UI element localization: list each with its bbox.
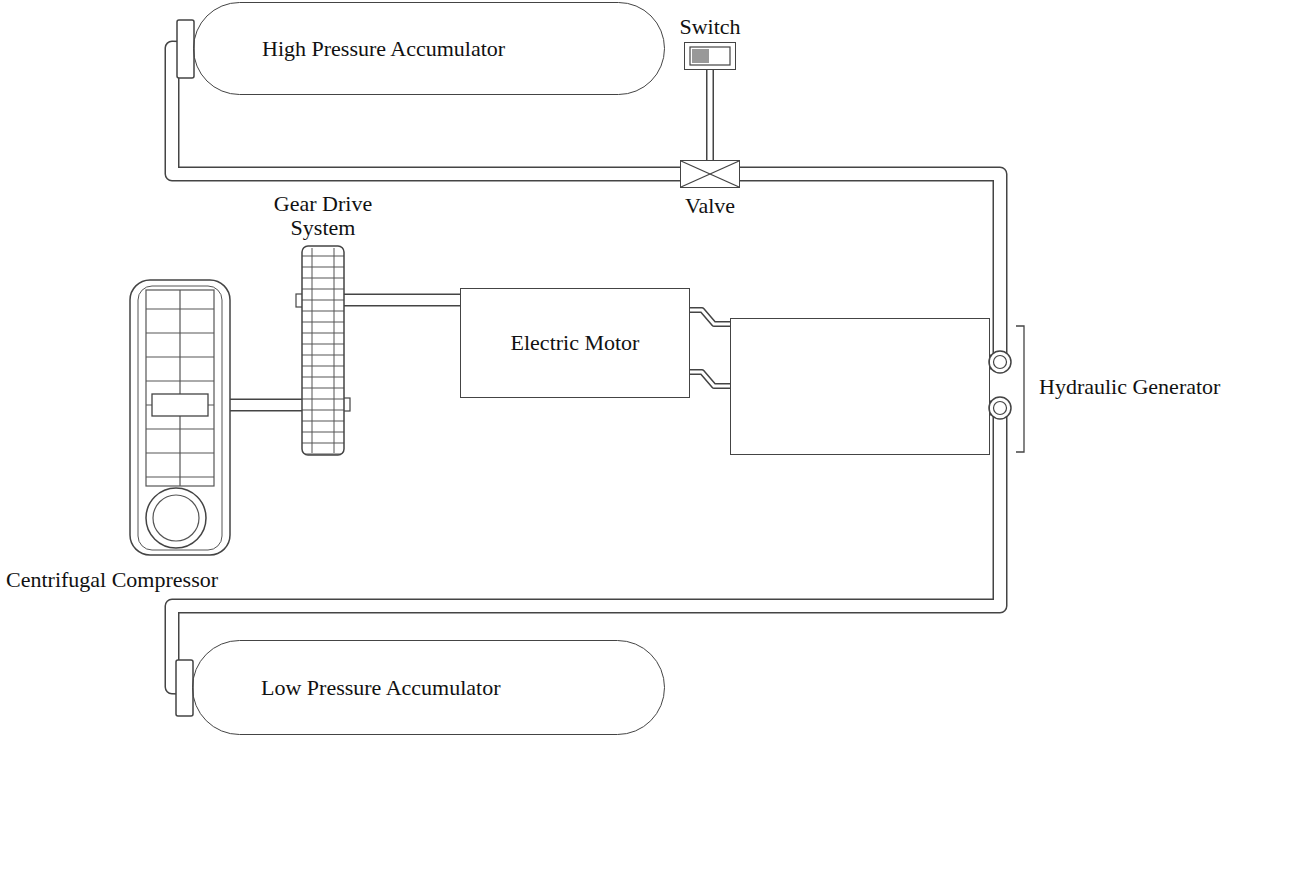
valve-box: Valve [680,160,740,188]
compressor-inlet [153,495,199,541]
switch-box: Switch [684,42,736,70]
gear-drawing [302,246,344,455]
impeller-vanes [179,290,180,486]
generator-box: Hydraulic Generator [730,318,990,455]
pipe-outline [172,408,1000,688]
stem-connector [710,70,711,160]
wire-bore [690,310,730,324]
shaft-bore [344,295,460,305]
shaft-outline [344,293,460,306]
valve-symbol [681,161,739,187]
accumulator-tank: Low Pressure Accumulator [192,640,665,735]
switch-toggle [692,49,709,63]
gear-drawing [312,248,313,453]
gear-drawing [334,248,335,453]
part-label: Gear Drive System [263,192,383,240]
pipe-connector [172,48,680,174]
pipe-port [994,356,1007,369]
pipe-outline [172,48,680,174]
part-label: Electric Motor [511,330,640,355]
switch-toggle [690,47,730,65]
pipe-connector [740,174,1000,362]
part-label: High Pressure Accumulator [262,36,505,61]
shaft-outline [230,398,302,411]
pipe-port [989,351,1011,373]
pipe-port [989,397,1011,419]
shaft-connector [344,299,460,300]
compressor-inlet [146,488,206,548]
compressor-housing [130,280,230,555]
stem-bore [708,70,713,160]
part-label: Switch [679,14,740,39]
shaft-bore [230,400,302,410]
motor-box: Electric Motor [460,288,690,398]
valve-symbol [681,161,739,187]
part-label: Centrifugal Compressor [6,567,218,592]
pipe-bore [740,174,1000,362]
pipe-outline [740,174,1000,362]
wire-connector [690,310,730,324]
accumulator-tank: High Pressure Accumulator [193,2,665,95]
pipe-port [994,402,1007,415]
impeller-vanes [146,290,214,486]
bracket [1016,326,1024,452]
wire-outline [690,310,730,324]
stem-outline [706,70,714,160]
pipe-bore [172,48,680,174]
wire-bore [690,372,730,386]
tank-cap [177,20,194,78]
tank-cap [176,660,193,716]
compressor-housing [138,286,222,550]
wire-outline [690,372,730,386]
pipe-connector [172,408,1000,688]
compressor: Centrifugal Compressor [130,280,230,555]
gear-drive: Gear Drive System [302,246,344,455]
impeller-hub [152,394,208,416]
wire-connector [690,372,730,386]
part-label: Hydraulic Generator [1039,374,1220,399]
pipe-bore [172,408,1000,688]
part-label: Valve [685,193,735,218]
shaft-connector [230,404,302,405]
part-label: Low Pressure Accumulator [261,675,501,700]
